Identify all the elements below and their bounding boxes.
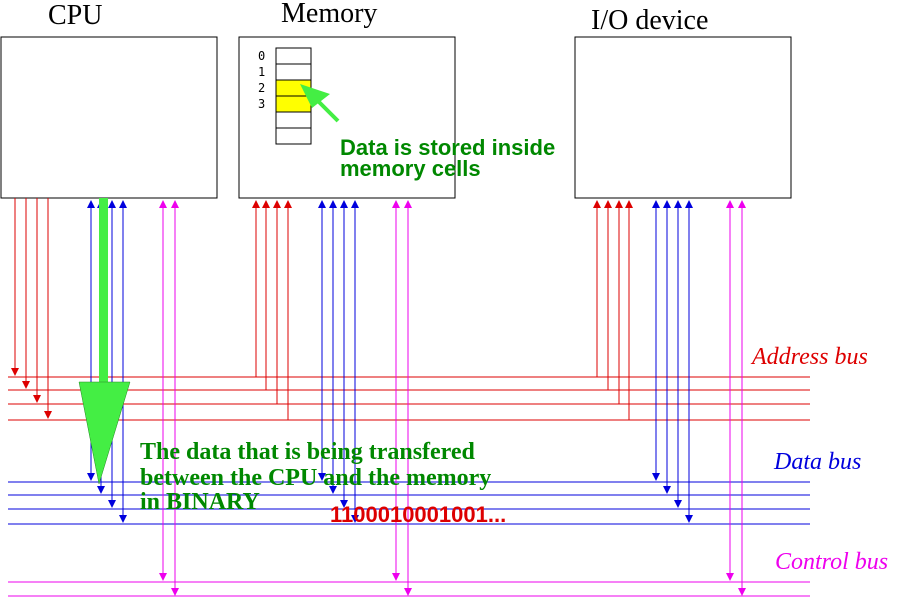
address-bus-label: Address bus <box>750 344 868 370</box>
cpu-box <box>0 36 218 199</box>
cpu-address-connectors <box>11 198 52 419</box>
transfer-note-line3: in BINARY <box>140 489 260 515</box>
memory-box <box>238 36 456 199</box>
cell-index-3: 3 <box>258 97 265 111</box>
transfer-note-line1: The data that is being transfered <box>140 439 476 465</box>
memory-cell-5 <box>275 127 312 145</box>
binary-value: 1100010001001... <box>330 502 506 527</box>
memory-cell-3 <box>275 95 312 113</box>
memory-cell-4 <box>275 111 312 129</box>
io-address-connectors <box>593 200 633 420</box>
memory-cell-1 <box>275 63 312 81</box>
memory-note-line1: Data is stored inside <box>340 135 555 160</box>
memory-address-connectors <box>252 200 292 420</box>
control-bus-lines <box>8 581 810 597</box>
data-bus-label: Data bus <box>773 449 861 475</box>
control-connectors <box>159 200 746 596</box>
memory-note-line2: memory cells <box>340 156 481 181</box>
memory-title: Memory <box>281 0 377 29</box>
cell-index-2: 2 <box>258 81 265 95</box>
memory-cells <box>275 47 312 145</box>
cpu-title: CPU <box>48 0 102 31</box>
cell-index-0: 0 <box>258 49 265 63</box>
data-transfer-arrow <box>78 198 131 485</box>
transfer-note-line2: between the CPU and the memory <box>140 465 491 491</box>
io-device-box <box>574 36 792 199</box>
memory-cell-0 <box>275 47 312 65</box>
memory-pointer-arrow <box>300 84 340 123</box>
memory-data-connectors <box>318 200 359 523</box>
io-device-title: I/O device <box>591 5 708 36</box>
io-data-connectors <box>652 200 693 523</box>
cell-index-1: 1 <box>258 65 265 79</box>
control-bus-label: Control bus <box>775 549 888 575</box>
